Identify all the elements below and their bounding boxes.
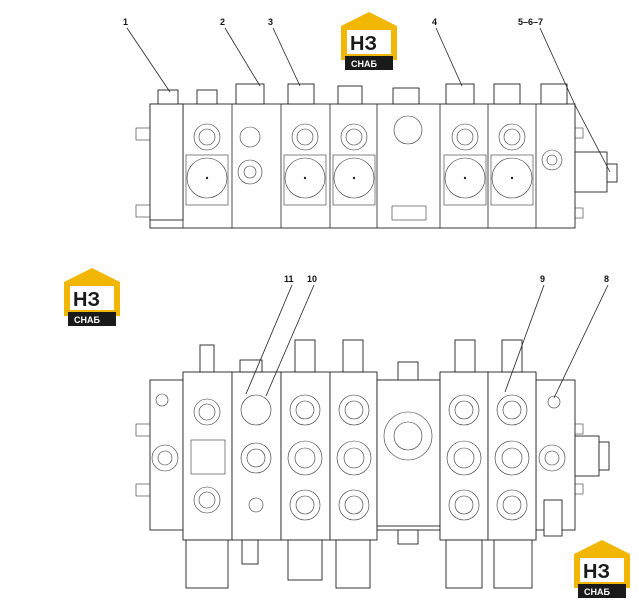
callout-11: 11 — [284, 274, 294, 284]
top-leaders — [126, 27, 611, 173]
svg-text:НЗ: НЗ — [583, 561, 610, 583]
bottom-leaders — [245, 284, 609, 399]
callout-5-6-7: 5–6–7 — [518, 17, 543, 27]
callout-1: 1 — [123, 17, 128, 27]
callout-9: 9 — [540, 274, 545, 284]
callout-2: 2 — [220, 17, 225, 27]
svg-text:НЗ: НЗ — [73, 289, 100, 311]
svg-text:НЗ: НЗ — [350, 33, 377, 55]
svg-text:СНАБ: СНАБ — [74, 315, 100, 325]
svg-text:СНАБ: СНАБ — [584, 587, 610, 597]
callout-8: 8 — [604, 274, 609, 284]
logo-bottom: НЗ СНАБ — [574, 540, 630, 598]
logo-middle: НЗ СНАБ — [64, 268, 120, 326]
callout-4: 4 — [432, 17, 437, 27]
top-view-assembly — [135, 83, 618, 229]
callout-10: 10 — [307, 274, 317, 284]
callout-3: 3 — [268, 17, 273, 27]
svg-text:СНАБ: СНАБ — [351, 59, 377, 69]
bottom-view-assembly — [135, 339, 610, 589]
logo-top: НЗ СНАБ — [341, 12, 397, 70]
